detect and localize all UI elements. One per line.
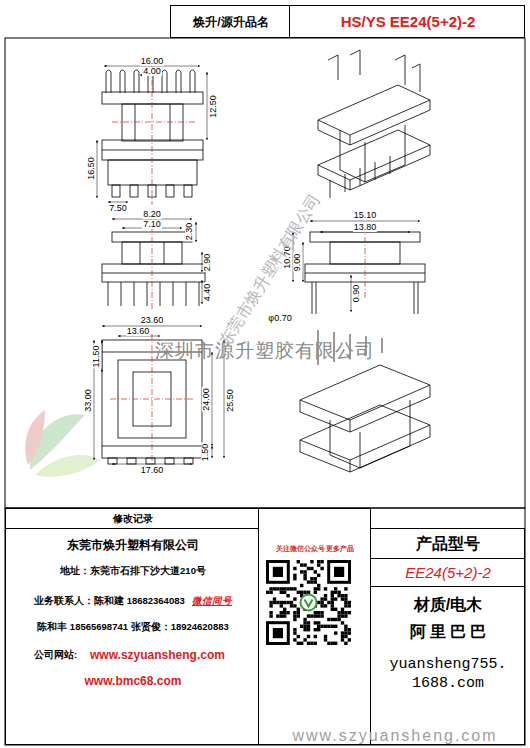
cell-text: HS/YS EE24(5+2)-2: [341, 13, 476, 32]
dimension-label: 23.60: [140, 316, 165, 325]
title-cell: HS/YS EE24(5+2)-2: [289, 5, 525, 38]
dimension-lines: [94, 66, 420, 464]
watermark: 东莞市焕升塑料有限公司: [217, 191, 324, 349]
dimension-label: 15.10: [353, 211, 378, 220]
dimension-label: 24.00: [202, 387, 211, 412]
dimension-label: φ0.70: [267, 314, 292, 323]
watermark: www.szyuansheng.com: [292, 728, 497, 744]
table-frame: [5, 508, 525, 745]
dimension-label: 4.00: [142, 67, 162, 76]
dimension-label: 17.60: [140, 466, 165, 475]
model-heading-cell: 产品型号: [370, 528, 525, 559]
cell-text: 焕升/源升品名: [193, 15, 268, 30]
dimension-label: 16.00: [140, 57, 165, 66]
dimension-label: 8.20: [142, 210, 162, 219]
qr-cell: 关注微信公众号 更多产品: [258, 508, 371, 745]
header-cell: 焕升/源升品名: [170, 5, 290, 38]
cell-text: www.szyuansheng.com: [90, 648, 225, 663]
dimension-label: 9.00: [294, 252, 303, 272]
cell-text: 关注微信公众号 更多产品: [276, 545, 355, 553]
dimension-label: 12.50: [209, 94, 218, 119]
cell-text: 地址：东莞市石排下沙大道210号: [60, 565, 206, 577]
cell-text: EE24(5+2)-2: [405, 564, 490, 583]
dimension-label: 16.50: [87, 156, 96, 181]
dimension-label: 4.40: [204, 282, 213, 302]
cell-text: 材质/电木: [414, 595, 482, 615]
dimension-label: 1.50: [202, 442, 211, 462]
logo-watermark: [25, 410, 100, 477]
cell-text: www.bmc68.com: [85, 674, 182, 689]
dimension-label: 13.80: [353, 223, 378, 232]
cell-text: 公司网站:: [34, 649, 77, 661]
qr-code: [266, 560, 351, 645]
cell-text: 修改记录: [113, 513, 153, 526]
cell-text: 陈和丰 18565698741 张贤俊：18924620883: [37, 621, 229, 633]
cell-text: yuansheng755. 1688.com: [373, 656, 523, 694]
dimension-label: 2.90: [204, 252, 213, 272]
revision-cell: 修改记录: [5, 508, 259, 529]
center-lines: [110, 58, 365, 466]
company-cell: 东莞市焕升塑料有限公司地址：东莞市石排下沙大道210号业务联系人：陈和建 186…: [5, 528, 259, 745]
cell-text: 业务联系人：陈和建 18682364083: [34, 595, 185, 607]
model-cell: EE24(5+2)-2: [370, 558, 525, 587]
cell-text: 产品型号: [416, 534, 480, 554]
cell-text: 东莞市焕升塑料有限公司: [67, 538, 199, 553]
dimension-label: 11.50: [92, 344, 101, 368]
dimension-label: 0.90: [353, 283, 362, 303]
cell-text: 微信同号: [192, 595, 232, 607]
dimension-label: 13.60: [126, 327, 151, 336]
dimension-label: 33.00: [84, 388, 93, 413]
material-cell: 材质/电木阿 里 巴 巴 yuansheng755. 1688.com: [370, 586, 525, 745]
dimension-label: 25.50: [226, 388, 235, 413]
dimension-label: 7.10: [142, 220, 162, 229]
dimension-label: 7.50: [108, 204, 128, 213]
drawing-frame: [5, 38, 525, 508]
watermark: 深圳市源升塑胶有限公司: [155, 341, 375, 360]
cell-text: 阿 里 巴 巴: [410, 622, 486, 642]
dimension-label: 2.30: [186, 221, 195, 241]
